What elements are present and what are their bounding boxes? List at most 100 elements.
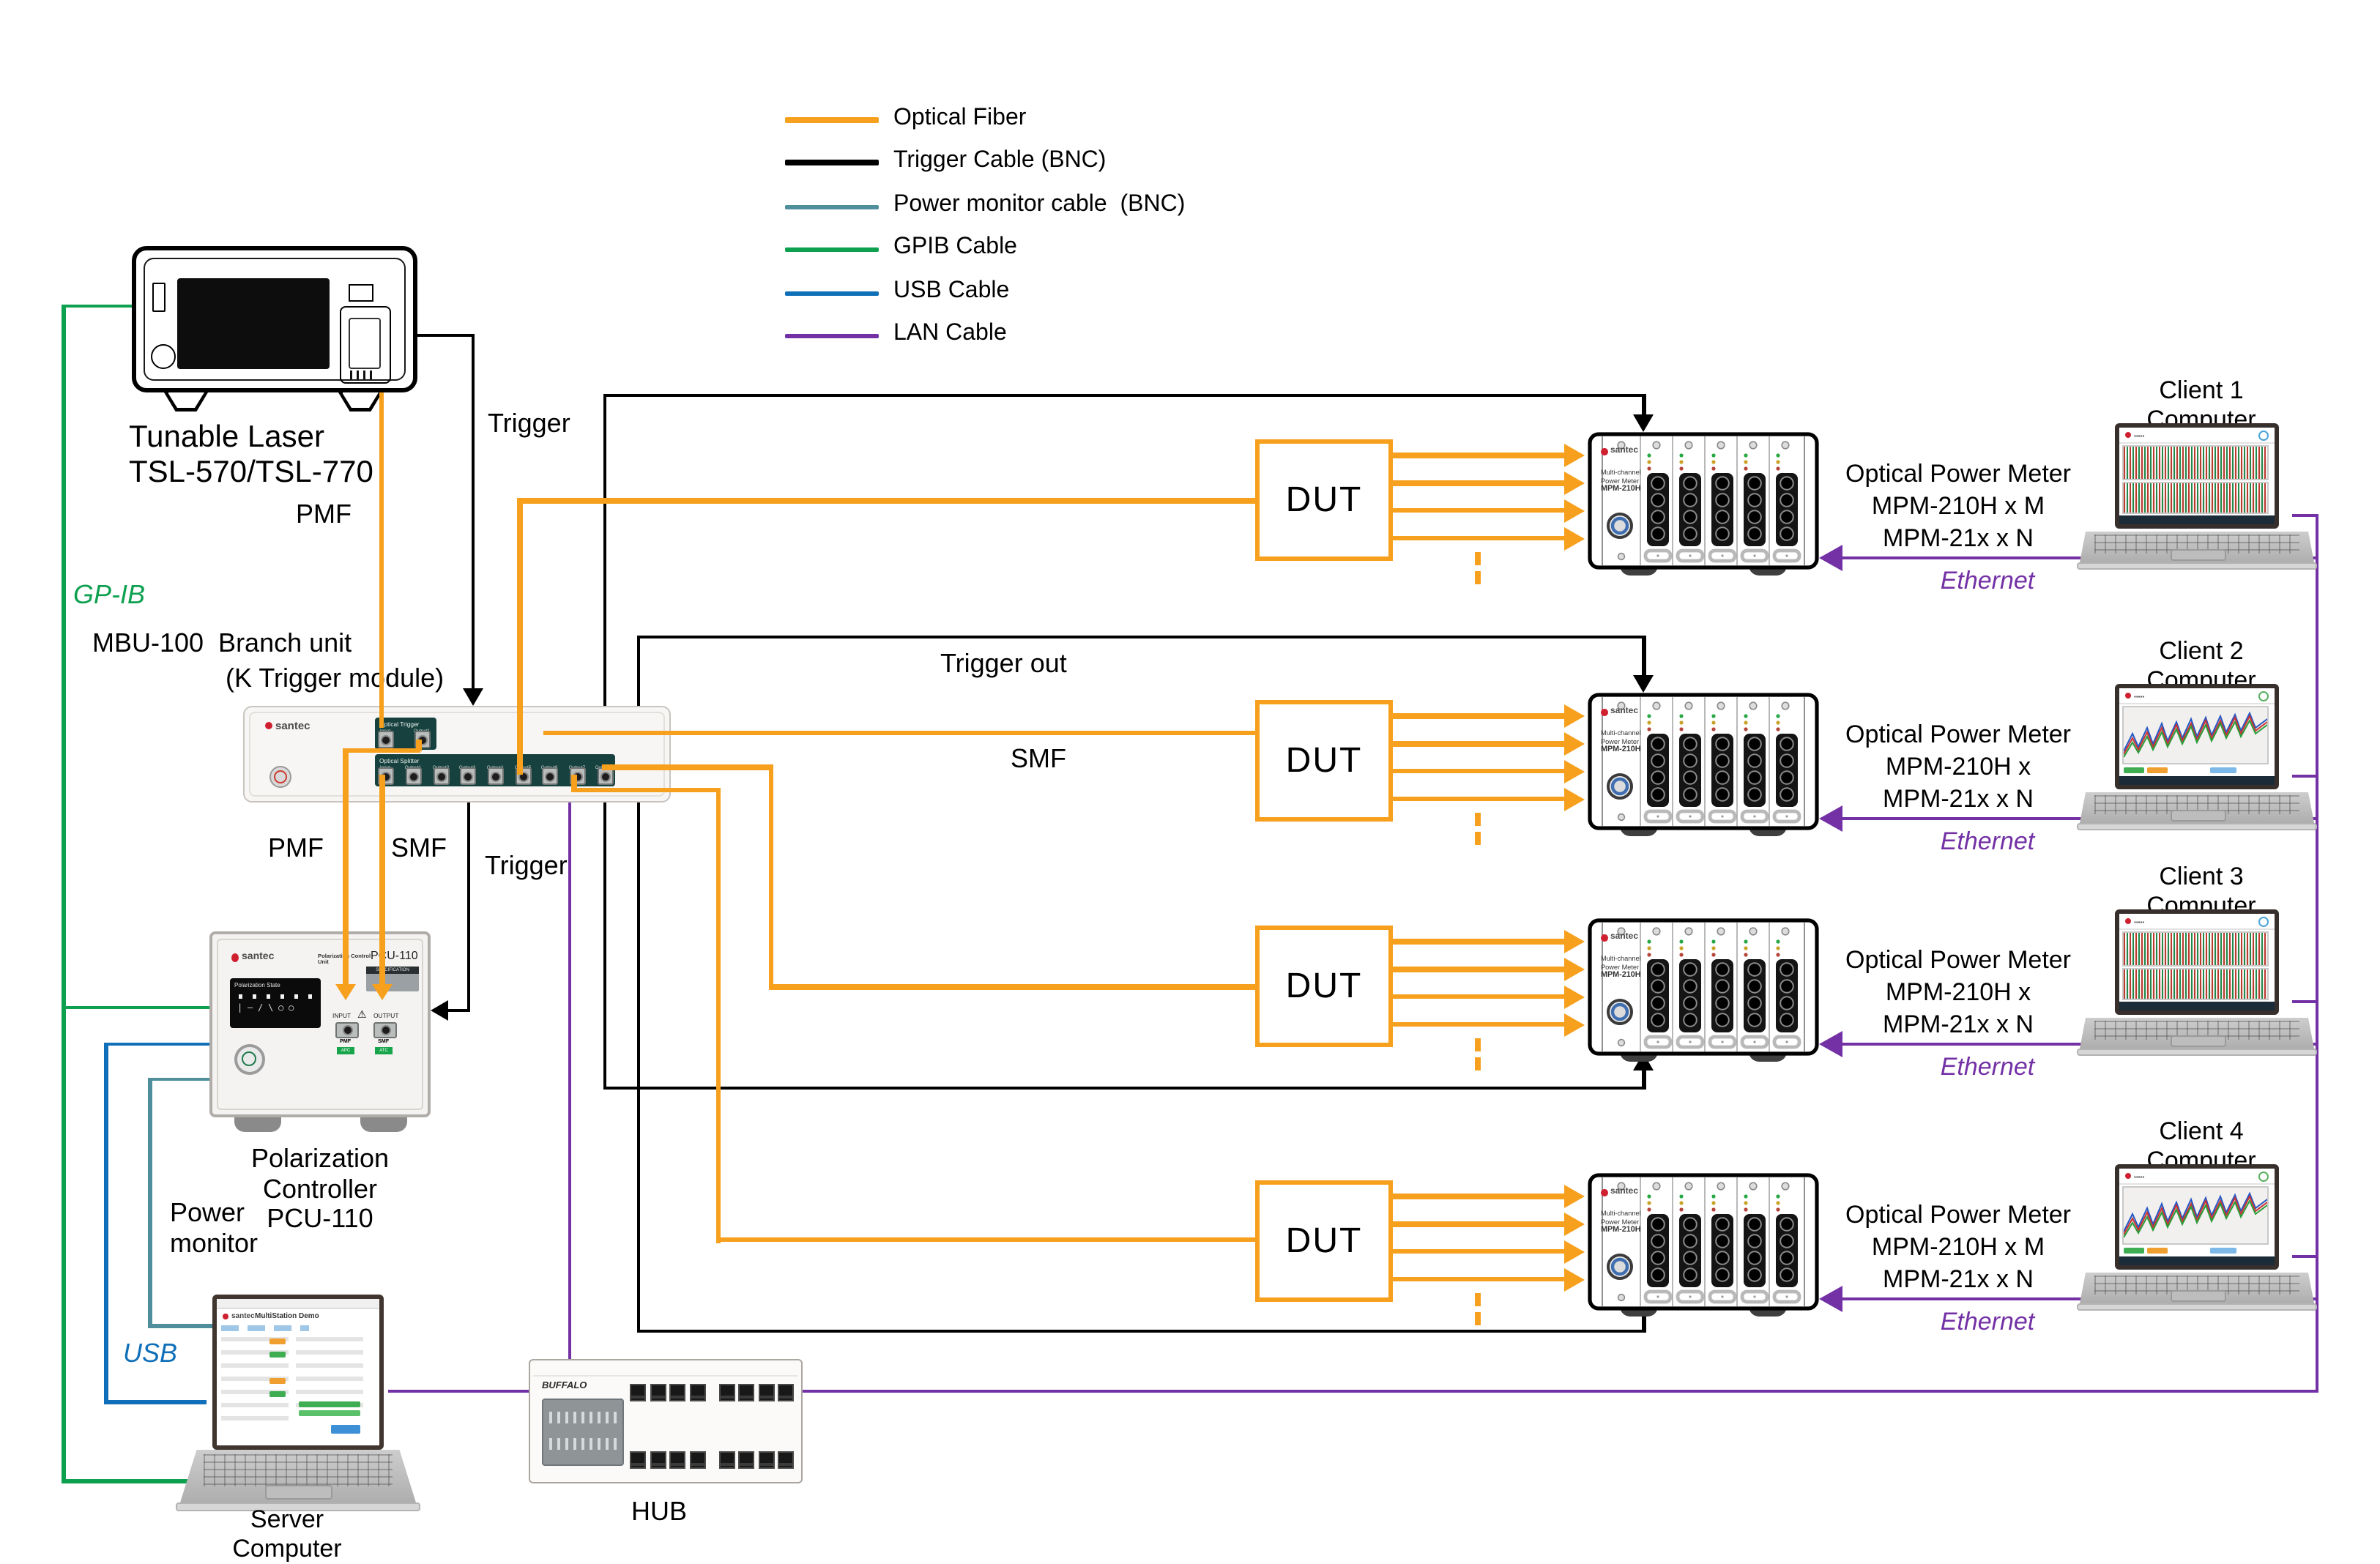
trigger-top-label: Trigger bbox=[488, 409, 570, 438]
trigger-bus1 bbox=[1642, 393, 1645, 417]
hub-top-face bbox=[533, 1363, 798, 1377]
pmf-top-label: PMF bbox=[296, 499, 352, 529]
optical-splitter-panel-title: Optical Splitter bbox=[379, 756, 420, 764]
server-santec-logo: santec bbox=[223, 1312, 255, 1321]
mbu-label-line1: MBU-100 Branch unit bbox=[92, 628, 352, 658]
pcu-input-label: INPUT bbox=[332, 1012, 352, 1019]
usb-label: USB bbox=[123, 1338, 178, 1368]
trigger-arrow-meter2 bbox=[1633, 675, 1654, 693]
client3-laptop-screen: ▪▪▪▪▪ bbox=[2115, 909, 2279, 1015]
pcu-output-fiber-label: SMF bbox=[378, 1038, 390, 1044]
server-button-green1 bbox=[269, 1352, 286, 1358]
legend-label-optical-fiber: Optical Fiber bbox=[893, 105, 1027, 130]
server-button-orange2 bbox=[269, 1378, 286, 1384]
lan-stub-client2 bbox=[2292, 774, 2318, 778]
lan-wire-meter1 bbox=[1837, 556, 2318, 560]
splitter-port-label: Output1 bbox=[404, 764, 422, 770]
trigger-bus3 bbox=[603, 1086, 1645, 1090]
client2-laptop-lip bbox=[2077, 823, 2317, 830]
dut1-fiber-arrow bbox=[1564, 526, 1585, 550]
hub-led-panel bbox=[542, 1399, 624, 1466]
meter2-santec-logo: santec bbox=[1601, 707, 1638, 716]
lan-stub-client4 bbox=[2292, 1254, 2318, 1258]
hub-port-block bbox=[630, 1384, 794, 1469]
hub-port bbox=[718, 1384, 735, 1401]
pcu-state-symbols: |–/\○○ bbox=[237, 1003, 300, 1013]
splitter-port-label: Output7 bbox=[568, 764, 586, 770]
hub-port bbox=[738, 1451, 754, 1469]
dut1-fiber-arrow bbox=[1564, 472, 1585, 495]
client4-button-blue bbox=[2210, 1248, 2236, 1254]
client1-laptop-screen: ▪▪▪▪▪ bbox=[2115, 423, 2279, 529]
trigger-bus2 bbox=[636, 636, 640, 706]
hub-port bbox=[689, 1451, 705, 1469]
dut2-fiber-ellipsis bbox=[1475, 832, 1480, 845]
splitter-port-label: Output5 bbox=[514, 764, 532, 770]
hub-port bbox=[669, 1384, 685, 1401]
server-screen-title: MultiStation Demo bbox=[255, 1312, 319, 1321]
trigger-arrow-into-pcu bbox=[431, 1000, 448, 1021]
laser-output-panel bbox=[340, 306, 391, 384]
dut2-fiber-ellipsis bbox=[1475, 813, 1480, 826]
lan-arrow-meter2 bbox=[1819, 805, 1842, 832]
hub-port bbox=[650, 1451, 666, 1469]
dut1-fiber-arrow bbox=[1564, 499, 1585, 522]
hub-port bbox=[630, 1451, 646, 1469]
fiber-arrow-into-pcu-input bbox=[335, 984, 356, 1000]
client1-laptop-base bbox=[2080, 532, 2314, 562]
power-monitor-wire bbox=[148, 1324, 214, 1327]
trigger-bus3 bbox=[603, 803, 606, 1090]
hub-device: BUFFALO bbox=[529, 1359, 803, 1483]
dut2-fiber-out bbox=[1393, 796, 1564, 802]
client3-taskbar bbox=[2119, 1002, 2275, 1010]
trigger-bus1 bbox=[603, 393, 1645, 397]
server-tab-row bbox=[221, 1325, 309, 1331]
fiber-to-dut1 bbox=[517, 499, 523, 775]
lan-wire-server-to-hub bbox=[388, 1389, 529, 1393]
hub-brand: BUFFALO bbox=[542, 1381, 587, 1391]
mbu-label-line2: (K Trigger module) bbox=[223, 663, 447, 694]
trigger-arrow-meter1 bbox=[1633, 414, 1654, 432]
splitter-output3-connector bbox=[459, 767, 475, 785]
client3-chart-bottom bbox=[2122, 968, 2269, 1000]
dut2-fiber-arrow bbox=[1564, 704, 1585, 728]
client1-chart-top bbox=[2122, 445, 2269, 480]
client1-chart-bottom bbox=[2122, 482, 2269, 514]
pmf-mid-label: PMF bbox=[268, 833, 324, 863]
meter4-santec-logo: santec bbox=[1601, 1188, 1638, 1196]
client3-app-header: ▪▪▪▪▪ bbox=[2119, 914, 2275, 930]
mbu-inner-frame bbox=[249, 712, 665, 797]
pcu-inner-frame bbox=[217, 939, 423, 1110]
dut2-fiber-out bbox=[1393, 713, 1564, 719]
dut1-fiber-out bbox=[1393, 453, 1564, 458]
splitter-port-label: Output6 bbox=[540, 764, 558, 770]
legend-swatch-power-monitor-cable bbox=[785, 204, 879, 209]
hub-port bbox=[778, 1451, 794, 1469]
gpib-wire-branch-to-pcu bbox=[62, 1005, 209, 1009]
splitter-output2-connector bbox=[433, 767, 449, 785]
hub-port bbox=[758, 1384, 774, 1401]
fiber-to-dut4 bbox=[571, 787, 721, 792]
fiber-to-dut4 bbox=[715, 1237, 1257, 1243]
trigger-bus4 bbox=[636, 803, 640, 1333]
usb-wire bbox=[104, 1400, 207, 1404]
lan-stub-client3 bbox=[2292, 999, 2318, 1003]
hub-port bbox=[718, 1451, 735, 1469]
mbu-santec-logo: santec bbox=[265, 719, 310, 732]
fiber-to-dut4 bbox=[715, 787, 721, 1243]
ethernet4-label: Ethernet bbox=[1940, 1308, 2035, 1336]
client1-laptop-lip bbox=[2077, 562, 2317, 570]
pcu-output-connector bbox=[373, 1022, 397, 1038]
pcu-state-panel-title: Polarization State bbox=[234, 981, 280, 988]
trigger-mid-label: Trigger bbox=[485, 851, 568, 880]
legend-swatch-optical-fiber bbox=[785, 117, 879, 122]
dut4-box: DUT bbox=[1255, 1180, 1393, 1302]
